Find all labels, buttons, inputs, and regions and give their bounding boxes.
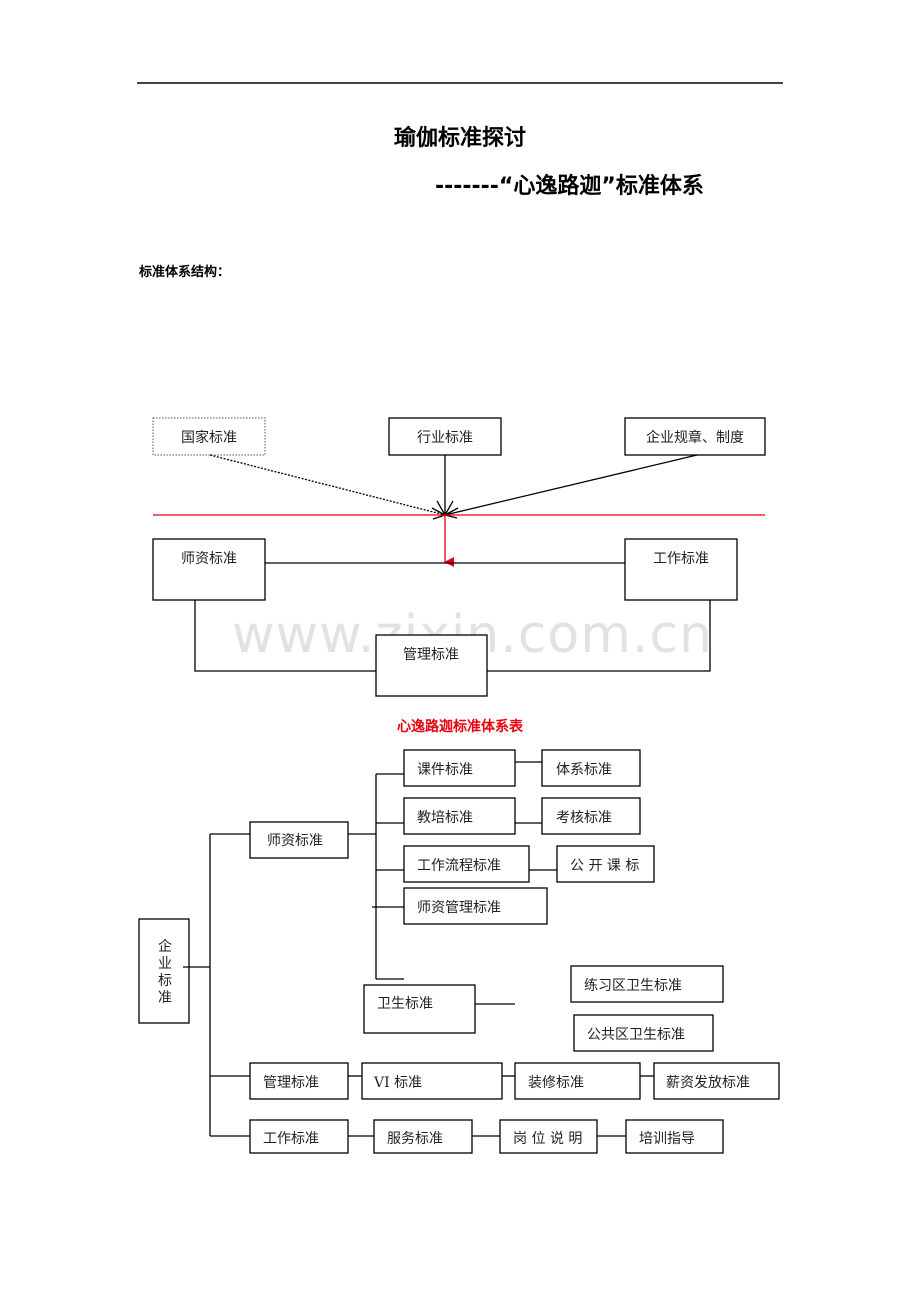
target-management-label: 管理标准 [403,647,459,663]
target-teacher-label: 师资标准 [181,551,237,567]
root-node: 企 业 标 准 [138,918,190,1024]
node-workflow: 工作流程标准 [403,845,530,883]
node-assessment: 考核标准 [541,797,641,835]
connector-work-management [487,600,711,672]
structure-diagram: 国家标准 行业标准 企业规章、制度 [152,417,766,697]
node-public-hygiene: 公共区卫生标准 [573,1014,714,1052]
chain-node-label: VI 标准 [373,1075,422,1091]
node-teacher-management-label: 师资管理标准 [417,900,501,916]
node-open-class-label: 公 开 课 标 [570,858,639,874]
section-label: 标准体系结构： [139,265,231,280]
node-practice-hygiene: 练习区卫生标准 [570,965,724,1003]
root-char: 标 [158,973,172,989]
system-table-title: 心逸路迦标准体系表 [397,718,524,735]
chain-node-label: 薪资发放标准 [666,1075,750,1091]
document-subtitle: -------“心逸路迦”标准体系 [435,174,704,199]
source-national-label: 国家标准 [181,429,237,446]
chain-node-label: 培训指导 [639,1131,695,1147]
hygiene-node: 卫生标准 [363,984,476,1034]
root-char: 企 [158,938,172,955]
node-courseware: 课件标准 [403,749,516,787]
source-industry: 行业标准 [388,417,502,456]
root-char: 业 [158,956,172,972]
node-courseware-label: 课件标准 [417,762,473,778]
source-industry-label: 行业标准 [417,430,473,446]
root-char: 准 [158,990,172,1006]
chain-node-label: 服务标准 [387,1131,443,1147]
source-national: 国家标准 [152,417,266,456]
source-enterprise-label: 企业规章、制度 [646,429,744,446]
target-work: 工作标准 [624,538,738,601]
chain-node-label: 管理标准 [263,1075,319,1091]
node-workflow-label: 工作流程标准 [417,858,501,874]
node-teaching-training: 教培标准 [403,797,516,835]
system-table: 心逸路迦标准体系表 企 业 标 准 师资标准 课件标准 [138,718,780,1154]
chain-node-label: 装修标准 [528,1075,584,1091]
chain-node-label: 工作标准 [263,1131,319,1147]
management-chain: 管理标准 VI 标准 装修标准 薪资发放标准 [249,1062,780,1100]
node-system-std-label: 体系标准 [556,762,612,778]
hygiene-node-label: 卫生标准 [377,996,433,1012]
node-public-hygiene-label: 公共区卫生标准 [587,1027,685,1043]
target-teacher: 师资标准 [152,538,266,601]
convergence-arrowheads-icon [431,500,459,520]
connector-national [209,454,446,516]
header-rule [137,82,783,84]
node-open-class: 公 开 课 标 [556,845,655,883]
target-work-label: 工作标准 [653,551,709,567]
document-title: 瑜伽标准探讨 [393,126,526,151]
connector-enterprise [444,454,698,516]
work-chain: 工作标准 服务标准 岗 位 说 明 培训指导 [249,1119,724,1154]
chain-node-label: 岗 位 说 明 [513,1131,582,1147]
node-teaching-training-label: 教培标准 [417,810,473,826]
node-teacher-management: 师资管理标准 [403,887,548,925]
teacher-node-label: 师资标准 [267,833,323,849]
teacher-node: 师资标准 [249,821,349,859]
connector-teacher-management [194,600,376,672]
node-assessment-label: 考核标准 [556,810,612,826]
node-practice-hygiene-label: 练习区卫生标准 [584,978,682,994]
source-enterprise: 企业规章、制度 [624,417,766,456]
node-system-std: 体系标准 [541,749,641,787]
target-management: 管理标准 [375,634,488,697]
